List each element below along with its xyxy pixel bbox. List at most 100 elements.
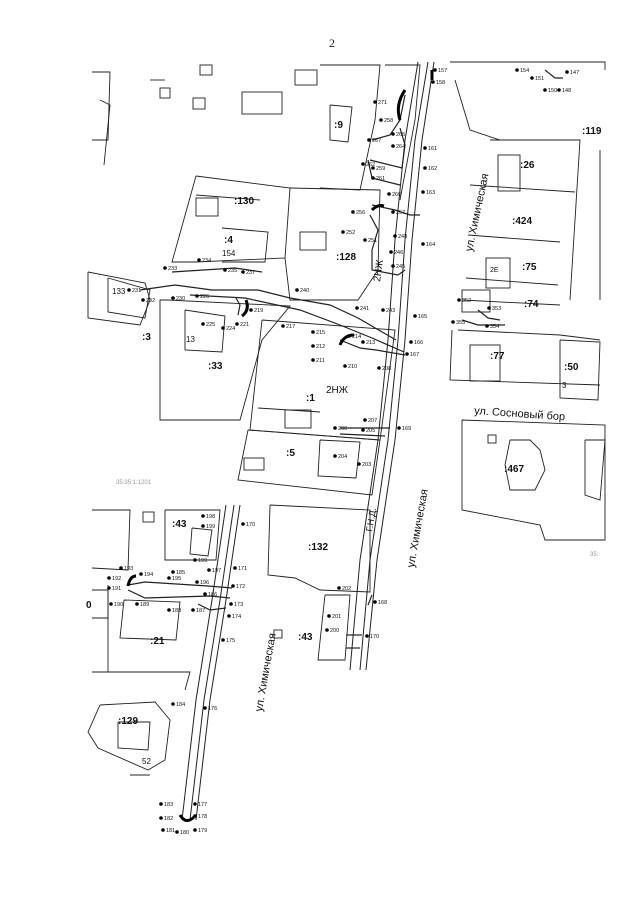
point-label: 195 (172, 576, 181, 582)
network-node (381, 308, 385, 312)
network-node (515, 68, 519, 72)
network-node (361, 428, 365, 432)
point-label: 265 (396, 132, 405, 138)
point-label: 215 (316, 330, 325, 336)
network-node (371, 176, 375, 180)
network-node (227, 614, 231, 618)
network-node (159, 802, 163, 806)
annotation-label: 133 (112, 287, 126, 296)
annotation-label: 52 (142, 757, 151, 766)
parcel-label: :119 (582, 126, 602, 137)
network-node (229, 602, 233, 606)
point-label: 168 (378, 600, 387, 606)
point-label: 264 (396, 144, 405, 150)
point-label: 163 (426, 190, 435, 196)
network-node (433, 68, 437, 72)
point-label: 221 (240, 322, 249, 328)
network-node (391, 144, 395, 148)
point-label: 158 (436, 80, 445, 86)
parcel-label: :26 (520, 160, 535, 171)
network-node (485, 324, 489, 328)
network-node (363, 418, 367, 422)
network-node (201, 524, 205, 528)
point-label: 224 (226, 326, 235, 332)
point-label: 259 (376, 166, 385, 172)
street-label-khim-bottom: ул. Химическая (253, 632, 279, 712)
point-label: 198 (206, 514, 215, 520)
network-node (195, 580, 199, 584)
network-node (201, 322, 205, 326)
point-label: 235 (228, 268, 237, 274)
network-node (203, 592, 207, 596)
parcel-label: :467 (504, 464, 524, 475)
point-label: 178 (198, 814, 207, 820)
network-node (231, 584, 235, 588)
network-node (197, 258, 201, 262)
point-label: 182 (164, 816, 173, 822)
point-label: 258 (384, 118, 393, 124)
parcel-label: :4 (224, 235, 233, 246)
point-label: 355 (456, 320, 465, 326)
network-node (347, 334, 351, 338)
faint-cadastral-number: 35:35:1:1201 (116, 480, 152, 486)
point-label: 226 (200, 294, 209, 300)
point-label: 354 (490, 324, 499, 330)
point-label: 181 (166, 828, 175, 834)
point-label: 183 (164, 802, 173, 808)
network-node (241, 522, 245, 526)
network-node (367, 138, 371, 142)
network-node (333, 426, 337, 430)
parcel-label: :1 (306, 393, 315, 404)
network-node (311, 330, 315, 334)
point-numbers: 157 158 154 151 147 150 148 271 258 267 … (112, 68, 579, 836)
parcel-label: :9 (334, 120, 343, 131)
annotation-2nzh: 2НЖ (326, 385, 349, 396)
point-label: 176 (208, 706, 217, 712)
street-label-khim-middle: ул. Химическая (405, 488, 431, 568)
parcel-label: :21 (150, 636, 165, 647)
network-node (543, 88, 547, 92)
network-node (391, 264, 395, 268)
network-lines (127, 69, 563, 649)
network-node (193, 558, 197, 562)
network-node (311, 358, 315, 362)
point-label: 212 (316, 344, 325, 350)
page-number: 2 (329, 36, 335, 50)
point-label: 251 (368, 238, 377, 244)
parcel-label: :75 (522, 262, 537, 273)
point-label: 151 (535, 76, 544, 82)
point-label: 214 (352, 334, 361, 340)
network-node (391, 132, 395, 136)
parcel-boundaries (87, 61, 606, 776)
point-label: 199 (206, 524, 215, 530)
point-label: 219 (254, 308, 263, 314)
network-node (249, 308, 253, 312)
point-label: 173 (234, 602, 243, 608)
parcel-label: :5 (286, 448, 295, 459)
point-label: 243 (386, 308, 395, 314)
point-label: 208 (382, 366, 391, 372)
point-label: 179 (198, 828, 207, 834)
network-node (363, 238, 367, 242)
point-label: 225 (206, 322, 215, 328)
network-node (167, 608, 171, 612)
point-label: 231 (132, 288, 141, 294)
point-label: 171 (238, 566, 247, 572)
network-node (451, 320, 455, 324)
network-node (391, 210, 395, 214)
point-label: 201 (332, 614, 341, 620)
network-node (397, 426, 401, 430)
parcel-label: :77 (490, 351, 505, 362)
parcel-label: :424 (512, 216, 532, 227)
point-label: 180 (180, 830, 189, 836)
network-node (311, 344, 315, 348)
network-node (221, 326, 225, 330)
network-node (221, 638, 225, 642)
network-node (175, 830, 179, 834)
point-label: 175 (226, 638, 235, 644)
network-node (325, 628, 329, 632)
point-label: 170 (370, 634, 379, 640)
parcel-label: :3 (142, 332, 151, 343)
